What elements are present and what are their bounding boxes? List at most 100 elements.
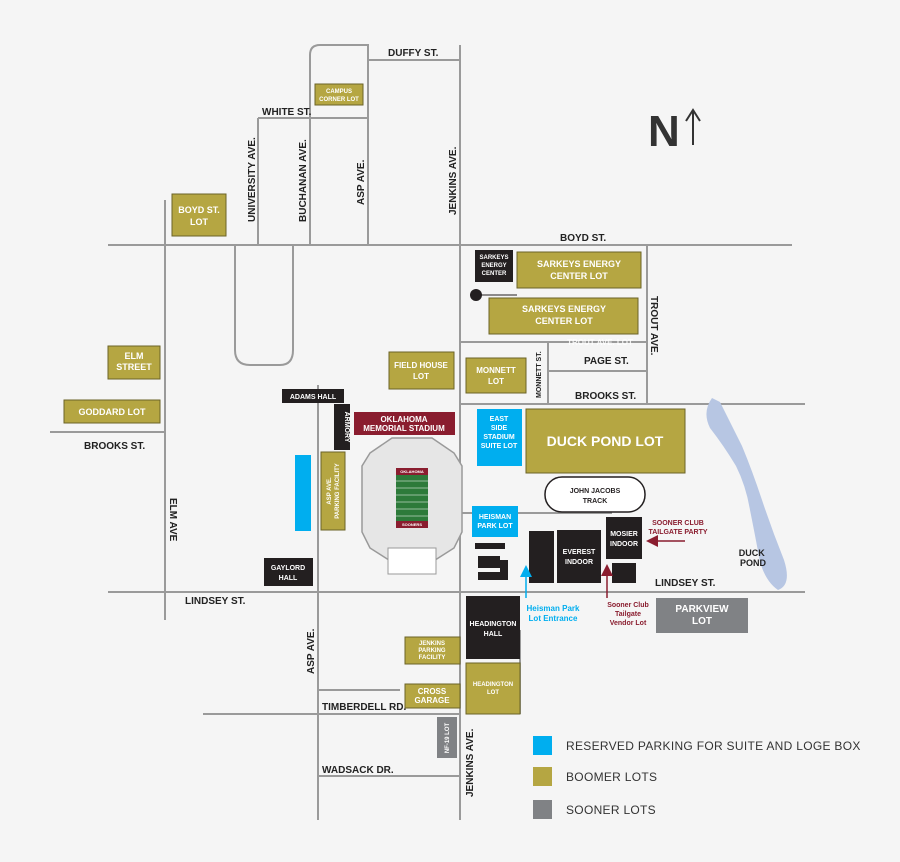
svg-text:ADAMS HALL: ADAMS HALL [290,394,337,401]
legend-swatch-suite [533,736,552,755]
field-yard-lines [396,480,428,517]
street-label-jenkins-south: JENKINS AVE. [465,728,476,797]
pond-label: DUCK POND [739,548,768,568]
street-label-white: WHITE ST. [262,107,312,118]
street-label-trout: TROUT AVE. [648,296,659,356]
svg-text:GODDARD LOT: GODDARD LOT [79,407,146,417]
field-endzone-south [396,521,428,528]
building-small-1 [475,543,505,549]
building-everest-annex [529,531,554,583]
legend-label-boomer: BOOMER LOTS [566,770,657,784]
street-label-wadsack: WADSACK DR. [322,765,394,776]
street-label-brooks-west: BROOKS ST. [84,441,145,452]
lot-goddard[interactable]: GODDARD LOT [63,399,161,424]
legend-swatch-sooner [533,800,552,819]
svg-text:NF-19 LOT: NF-19 LOT [445,723,451,754]
legend-item-suite: RESERVED PARKING FOR SUITE AND LOGE BOX [533,736,861,755]
building-small-2 [478,556,500,568]
street-label-duffy: DUFFY ST. [388,48,439,59]
duffy-street [309,44,460,118]
field-endzone-north [396,468,428,475]
street-label-elm: ELM AVE [167,498,178,542]
lot-duck-pond[interactable]: DUCK POND LOT [525,408,686,474]
lot-asp-ave-parking-facility[interactable]: ASP AVE.PARKING FACILITY [320,451,346,531]
legend-swatch-boomer [533,767,552,786]
stadium-south-plaza [387,547,437,575]
roads [50,44,805,820]
compass: N [648,107,701,156]
football-field [396,468,428,528]
lot-west-suite-strip[interactable] [295,455,311,531]
street-label-page: PAGE ST. [584,356,629,367]
field-text-south: SOONERS [402,522,422,527]
building-adams-hall: ADAMS HALL [282,389,344,403]
lot-nf19[interactable]: NF-19 LOT [437,717,457,758]
street-label-jenkins-north: JENKINS AVE. [448,146,459,215]
field-text-north: OKLAHOMA [400,469,424,474]
svg-text:DUCK POND LOT: DUCK POND LOT [547,433,664,449]
street-label-boyd: BOYD ST. [560,233,606,244]
street-label-brooks-east: BROOKS ST. [575,391,636,402]
duck-pond [706,398,787,590]
street-label-buchanan: BUCHANAN AVE. [298,139,309,222]
building-small-3 [478,572,506,580]
north-arrow-icon [685,108,701,145]
street-label-monnett: MONNETT ST. [536,351,543,398]
legend-label-sooner: SOONER LOTS [566,803,656,817]
street-label-university: UNIVERSITY AVE. [247,137,258,222]
compass-letter: N [648,107,680,156]
lot-boyd-st[interactable]: BOYD ST.LOT [171,193,227,237]
legend-item-boomer: BOOMER LOTS [533,767,657,786]
building-armory: ARMORY [334,404,350,450]
legend-label-suite: RESERVED PARKING FOR SUITE AND LOGE BOX [566,739,861,753]
legend-item-sooner: SOONER LOTS [533,800,656,819]
street-label-timberdell: TIMBERDELL RD. [322,702,406,713]
